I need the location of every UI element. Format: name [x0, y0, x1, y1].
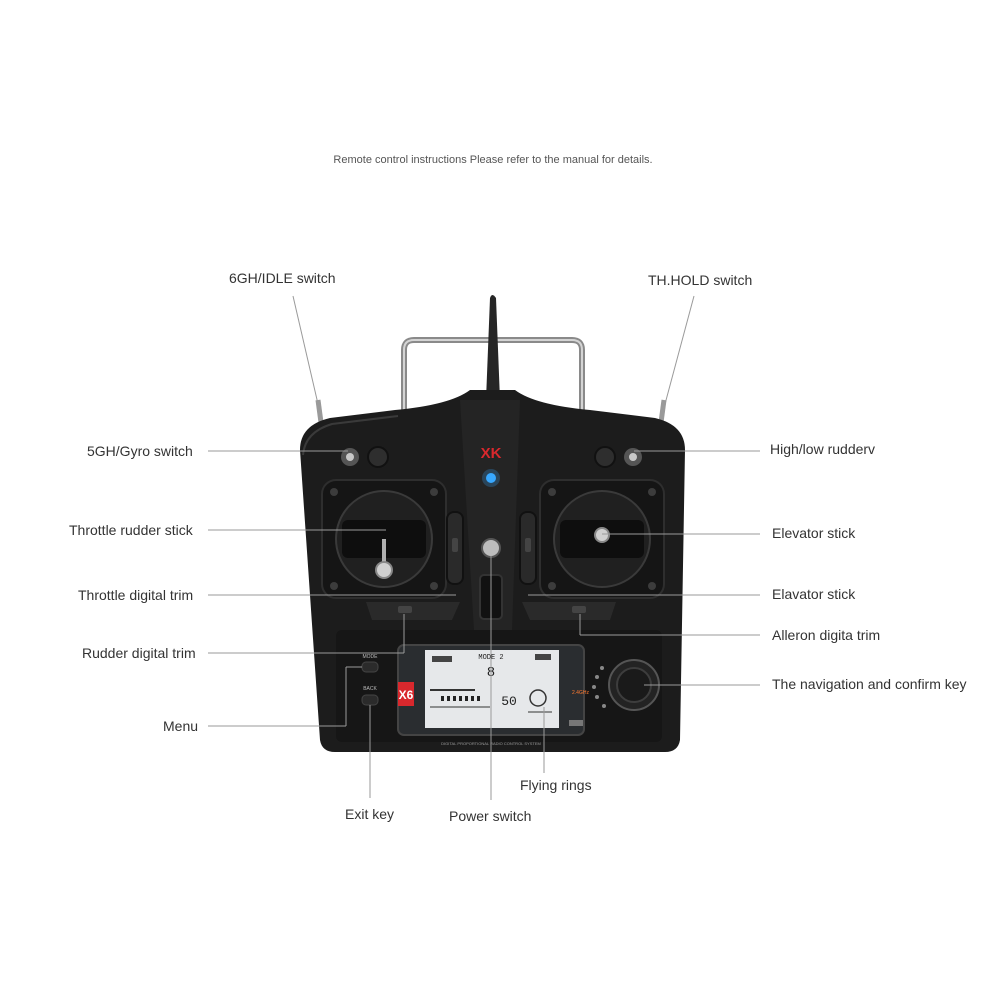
power-led: [486, 473, 496, 483]
lcd-logo-mark: [569, 720, 583, 726]
back-key: [361, 694, 379, 706]
label-6gh-idle-switch: 6GH/IDLE switch: [229, 270, 336, 286]
label-flying-rings: Flying rings: [520, 777, 592, 793]
label-throttle-digital-trim: Throttle digital trim: [78, 587, 194, 603]
leader-lines: [208, 295, 760, 800]
rudder-trim: [366, 602, 460, 620]
label-power-switch: Power switch: [449, 808, 532, 824]
svg-text:50: 50: [501, 694, 517, 709]
caption: Remote control instructions Please refer…: [333, 154, 653, 166]
label-elavator-stick: Elavator stick: [772, 586, 856, 602]
svg-text:BACK: BACK: [363, 686, 377, 692]
label-throttle-rudder-stick: Throttle rudder stick: [69, 522, 193, 538]
label-high-low-rudder: High/low rudderv: [770, 441, 876, 457]
svg-text:X6: X6: [399, 688, 414, 702]
label-exit-key: Exit key: [345, 806, 395, 822]
label-th-hold-switch: TH.HOLD switch: [648, 272, 753, 288]
button-left-upper: [367, 446, 389, 468]
mode-key: [361, 661, 379, 673]
label-rudder-digital-trim: Rudder digital trim: [82, 645, 196, 661]
center-spine: [460, 400, 520, 630]
elevator-stick: [594, 527, 610, 543]
x6-badge: [398, 682, 414, 706]
svg-text:2.4GHz: 2.4GHz: [572, 690, 589, 696]
aileron-trim: [522, 602, 616, 620]
svg-text:MODE: MODE: [363, 654, 379, 660]
label-navigation-confirm-key: The navigation and confirm key: [772, 676, 967, 692]
button-right-upper: [594, 446, 616, 468]
power-switch: [481, 538, 501, 558]
label-aileron-digital-trim: Alleron digita trim: [772, 627, 881, 643]
brand-logo: XK: [481, 445, 502, 462]
throttle-rudder-stick: [375, 561, 393, 579]
antenna: [486, 295, 500, 400]
label-5gh-gyro-switch: 5GH/Gyro switch: [87, 443, 193, 459]
label-menu: Menu: [163, 718, 199, 734]
label-elevator-stick: Elevator stick: [772, 525, 856, 541]
